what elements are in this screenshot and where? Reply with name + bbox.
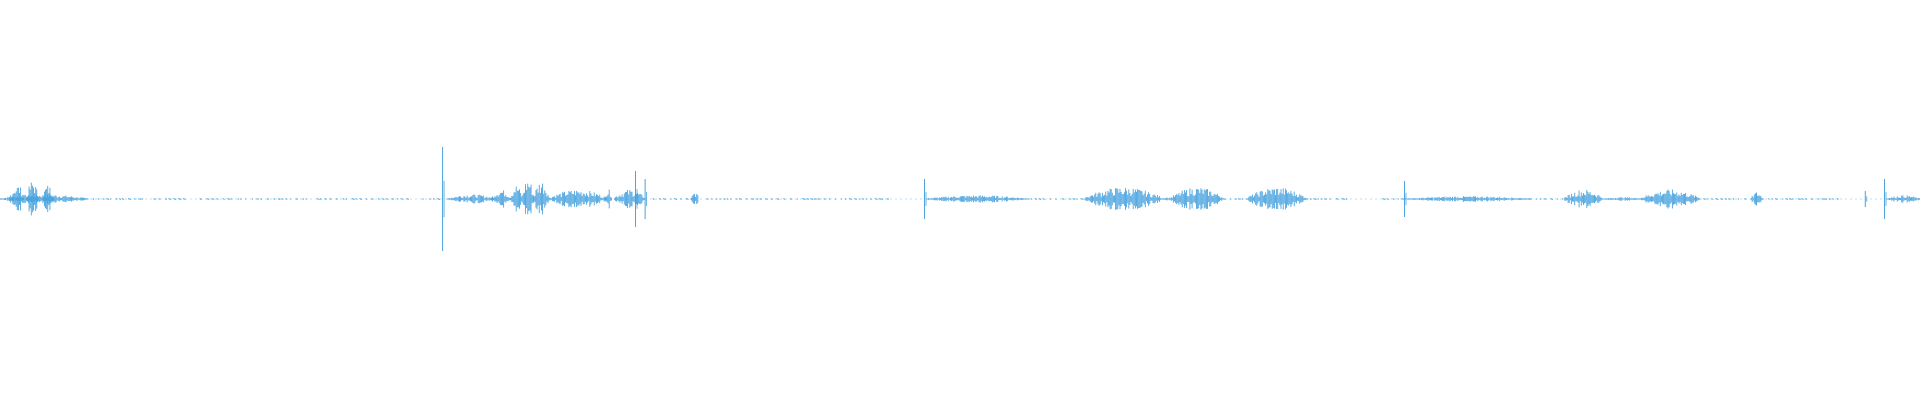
- waveform-segment: [604, 189, 612, 209]
- waveform-segment: [706, 198, 889, 200]
- waveform-segment: [1883, 179, 1887, 219]
- waveform-segment: [644, 179, 648, 219]
- waveform-segment: [1222, 198, 1248, 200]
- waveform-segment: [1641, 189, 1700, 209]
- waveform-segment: [26, 182, 39, 216]
- waveform-segment: [613, 189, 645, 209]
- waveform-segment: [239, 198, 308, 200]
- waveform-segment: [1084, 188, 1162, 210]
- waveform-segment: [1247, 188, 1306, 210]
- waveform-segment: [9, 187, 25, 211]
- waveform-segment: [446, 194, 496, 204]
- waveform-segment: [926, 195, 1027, 203]
- waveform-segment: [316, 198, 409, 200]
- waveform-segment: [442, 147, 445, 251]
- waveform-segment: [1305, 198, 1348, 200]
- waveform-segment: [422, 198, 441, 200]
- waveform-segment: [1027, 198, 1084, 200]
- waveform-segment: [1403, 181, 1407, 217]
- waveform-segment: [923, 179, 927, 219]
- waveform-segment: [548, 190, 607, 208]
- waveform-segment: [635, 171, 638, 227]
- waveform-segment: [533, 183, 549, 215]
- waveform-segment: [1406, 196, 1533, 202]
- waveform-segment: [1161, 197, 1171, 201]
- waveform-segment: [41, 186, 54, 212]
- waveform-segment: [1535, 198, 1564, 200]
- waveform-segment: [199, 198, 240, 200]
- waveform-segment: [1170, 188, 1224, 210]
- waveform-segment: [1564, 190, 1603, 208]
- waveform-segment: [1602, 197, 1642, 201]
- waveform-segment: [491, 190, 511, 208]
- waveform-segment: [510, 186, 523, 212]
- waveform-segment: [521, 183, 534, 215]
- waveform-segment: [1864, 191, 1868, 207]
- waveform-segment: [1698, 198, 1747, 200]
- waveform-segment: [1886, 195, 1920, 203]
- waveform-segment: [652, 197, 694, 201]
- waveform-segment: [690, 194, 699, 204]
- waveform-segment: [1762, 198, 1839, 200]
- waveform-segment: [86, 198, 144, 200]
- waveform-segment: [153, 198, 186, 200]
- waveform-segment: [1750, 192, 1763, 206]
